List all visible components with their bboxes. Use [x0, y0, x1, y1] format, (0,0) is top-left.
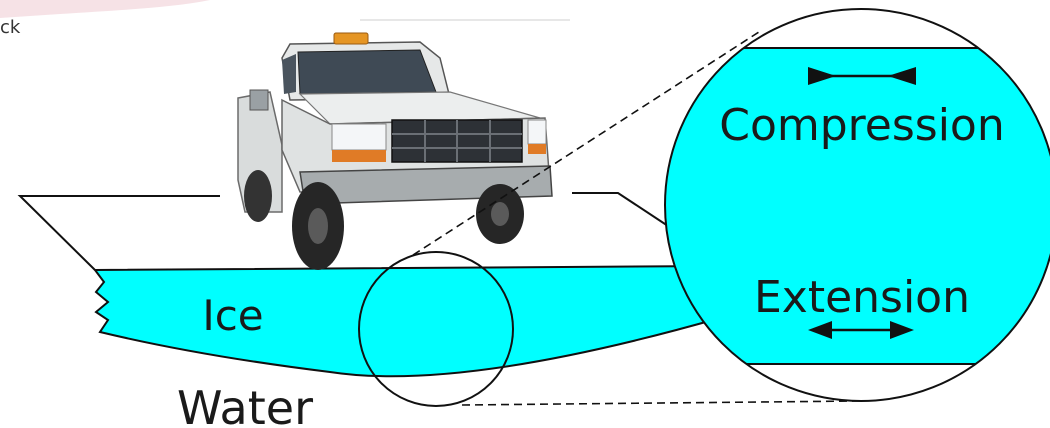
- ice-label: Ice: [202, 291, 263, 340]
- ice-sheet: [95, 266, 720, 376]
- zoom-connector-bottom: [462, 401, 860, 405]
- pickup-truck-icon: [238, 33, 552, 270]
- water-label: Water: [177, 381, 313, 428]
- extension-label: Extension: [754, 272, 970, 323]
- right-bank-outline: [572, 193, 668, 226]
- zoom-detail-circle: [600, 9, 1050, 401]
- top-left-fragment-label: ck: [0, 17, 21, 38]
- compression-label: Compression: [719, 100, 1005, 151]
- left-bank-outline: [20, 196, 220, 270]
- top-left-decoration: [0, 0, 210, 18]
